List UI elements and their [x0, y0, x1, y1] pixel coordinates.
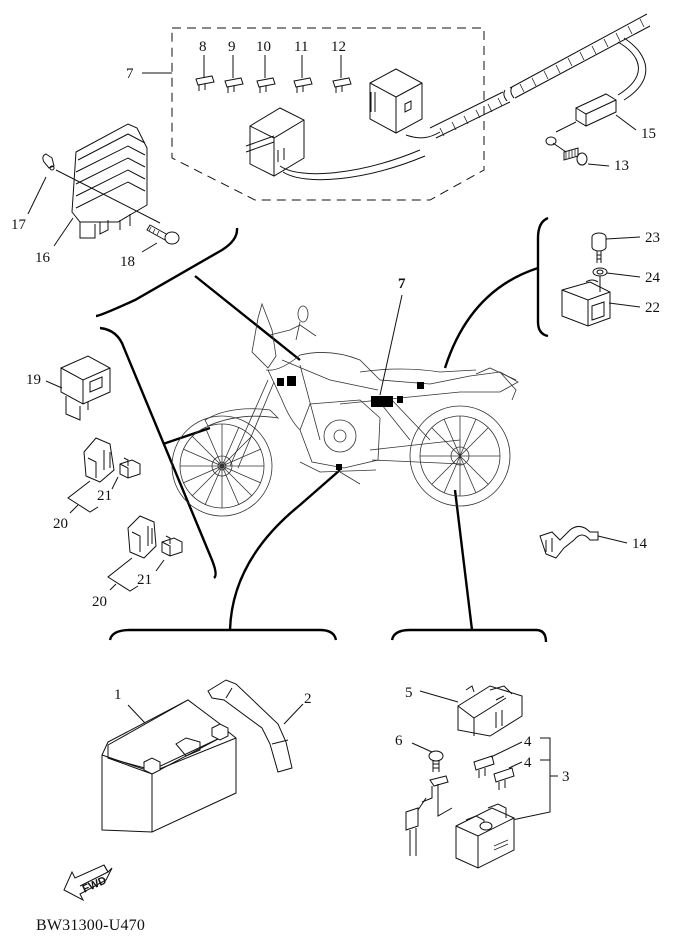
fuse-4-lower[interactable]: [493, 767, 515, 790]
callout-15[interactable]: 15: [641, 126, 656, 142]
washer-24[interactable]: [592, 267, 608, 277]
starter-relay-3[interactable]: [455, 803, 515, 869]
callout-23[interactable]: 23: [645, 230, 660, 246]
callout-10[interactable]: 10: [256, 39, 271, 55]
location-marker: [397, 396, 403, 403]
callout-6[interactable]: 6: [395, 733, 403, 749]
bolt-23[interactable]: [591, 232, 607, 263]
battery-band-2[interactable]: [207, 679, 293, 773]
location-marker: [336, 464, 342, 470]
fuse-box-left: [245, 107, 305, 177]
fuse-10[interactable]: [256, 55, 276, 93]
callout-4-lower[interactable]: 4: [524, 755, 532, 771]
callout-3[interactable]: 3: [562, 769, 570, 785]
fuse-11[interactable]: [293, 55, 313, 93]
clip-17[interactable]: [42, 153, 55, 171]
callout-20-lower[interactable]: 20: [92, 594, 107, 610]
relay-cover-5[interactable]: [457, 685, 523, 737]
callout-21-lower[interactable]: 21: [137, 572, 152, 588]
wire-harness: 15 13: [429, 13, 656, 174]
fuse-12[interactable]: [332, 55, 352, 93]
location-marker: [417, 382, 424, 389]
callout-22[interactable]: 22: [645, 300, 660, 316]
callout-7[interactable]: 7: [126, 66, 134, 82]
callout-17[interactable]: 17: [11, 217, 27, 233]
callout-4-upper[interactable]: 4: [524, 734, 532, 750]
battery-1[interactable]: [101, 699, 237, 833]
callout-19[interactable]: 19: [26, 372, 41, 388]
lead-15[interactable]: [545, 93, 617, 146]
forward-arrow-icon: FWD: [63, 864, 113, 902]
callout-9[interactable]: 9: [228, 39, 236, 55]
location-marker: [277, 378, 284, 386]
leader-brackets: [95, 216, 549, 643]
screw-13[interactable]: [552, 142, 588, 166]
diagram-code: BW31300-U470: [36, 917, 146, 934]
callout-18[interactable]: 18: [120, 254, 135, 270]
callout-1[interactable]: 1: [114, 687, 122, 703]
bolt-6[interactable]: [428, 750, 444, 772]
callout-2[interactable]: 2: [304, 691, 312, 707]
connector-cap-21-lower[interactable]: [161, 535, 183, 557]
callout-14[interactable]: 14: [632, 536, 648, 552]
callout-16[interactable]: 16: [35, 250, 51, 266]
relay-assembly-20-lower[interactable]: [127, 515, 157, 559]
connector-cap-21-upper[interactable]: [119, 457, 141, 479]
callout-5[interactable]: 5: [405, 685, 413, 701]
callout-13[interactable]: 13: [614, 158, 629, 174]
fuse-box-right: [369, 68, 423, 134]
fuse-4-upper[interactable]: [473, 755, 495, 778]
location-marker-fuse-box: [371, 396, 393, 407]
callout-8[interactable]: 8: [199, 39, 207, 55]
fuse-box-group: 7 8 9 10 11 12: [126, 27, 485, 201]
clamp-14[interactable]: [539, 526, 599, 559]
callout-21-upper[interactable]: 21: [97, 488, 112, 504]
rectifier-regulator-16[interactable]: [71, 123, 148, 239]
fuse-9[interactable]: [224, 55, 244, 93]
callout-7-location[interactable]: 7: [398, 276, 406, 292]
usb-socket-22[interactable]: [561, 276, 611, 327]
location-marker: [287, 376, 296, 386]
fuse-8[interactable]: [195, 55, 215, 91]
motorcycle-illustration: [171, 302, 519, 517]
lead-wire-connector[interactable]: [405, 775, 453, 856]
callout-12[interactable]: 12: [331, 39, 346, 55]
callout-20-upper[interactable]: 20: [53, 516, 68, 532]
callout-11[interactable]: 11: [294, 39, 308, 55]
callout-24[interactable]: 24: [645, 270, 661, 286]
bolt-18[interactable]: [146, 224, 180, 245]
relay-19[interactable]: [60, 355, 111, 421]
relay-assembly-20-upper[interactable]: [83, 437, 115, 483]
